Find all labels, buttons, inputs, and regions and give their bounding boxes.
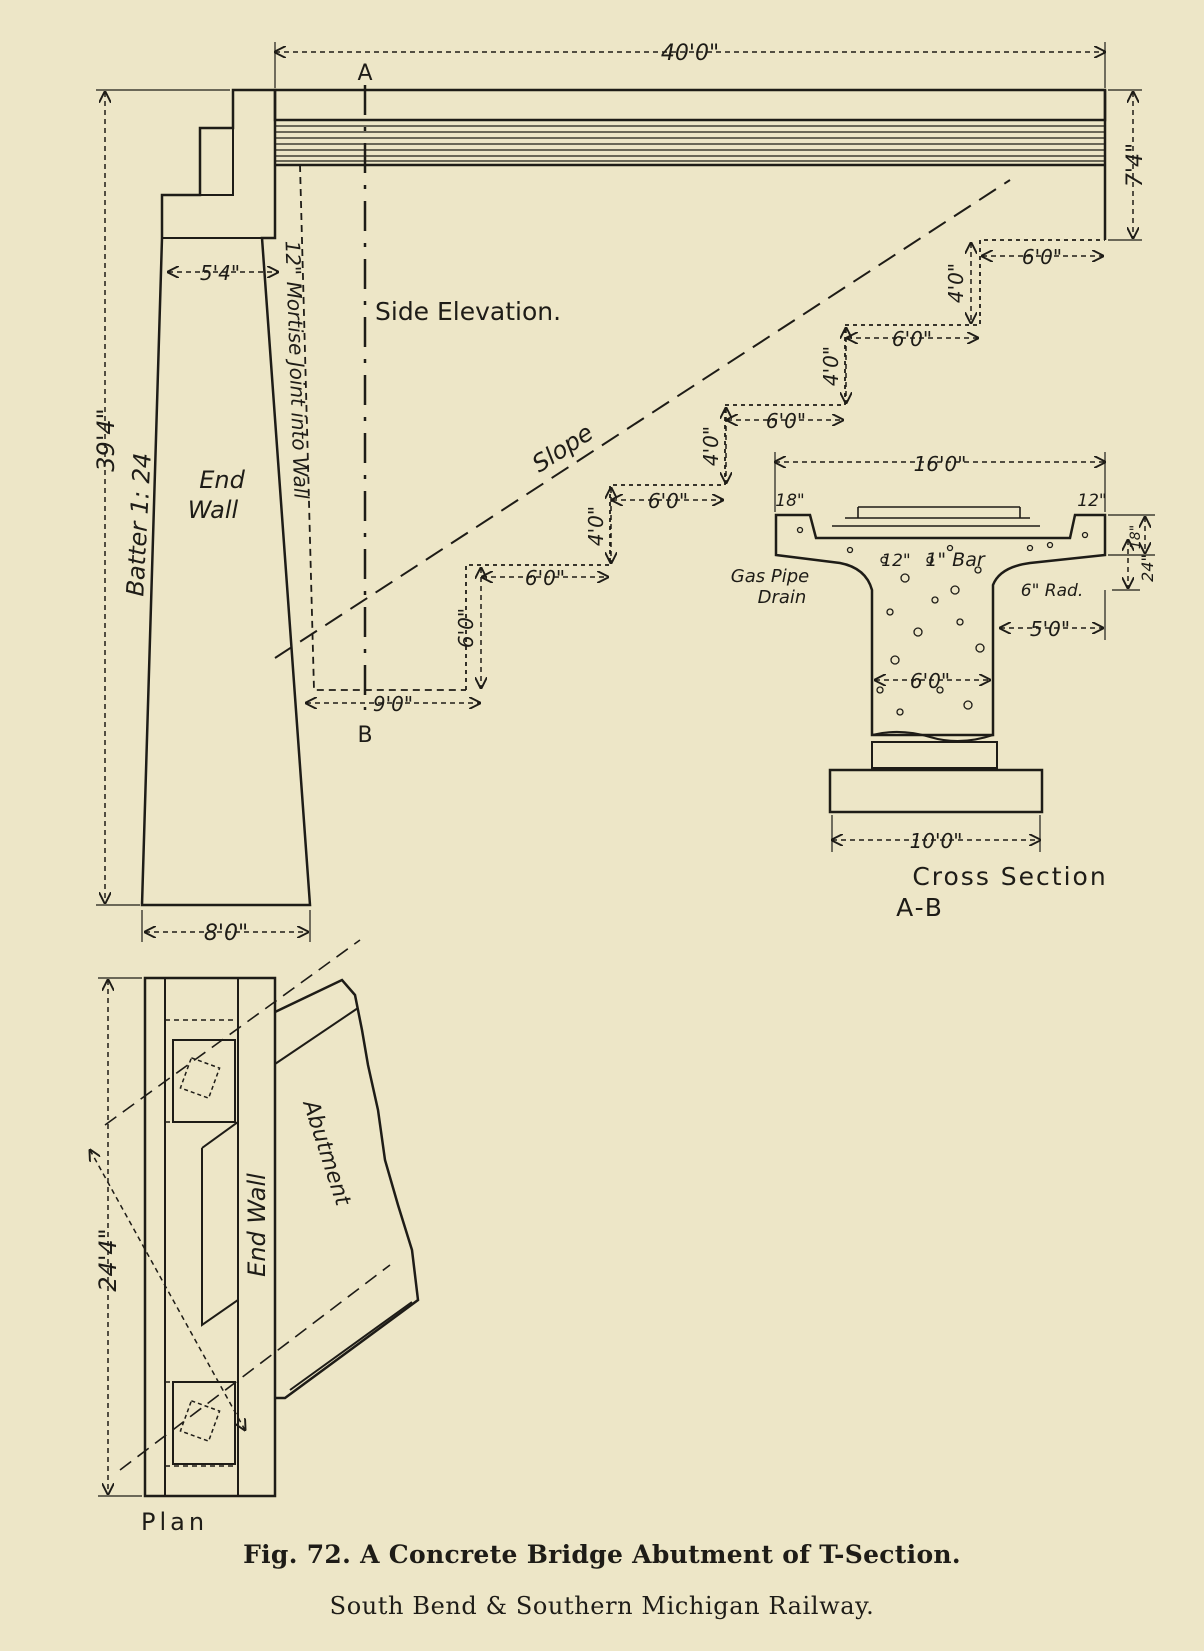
dim-wall-top-width: 5'4" bbox=[200, 261, 240, 285]
dim-bottom-rise: 6'0" bbox=[454, 608, 478, 648]
plan-view bbox=[90, 939, 420, 1498]
drain-label-line1: Gas Pipe bbox=[731, 566, 809, 587]
plan-end-wall-label: End Wall bbox=[243, 1173, 271, 1277]
slope-label: Slope bbox=[527, 418, 598, 478]
stem-break-line bbox=[871, 731, 994, 743]
figure-subtitle: South Bend & Southern Michigan Railway. bbox=[329, 1592, 875, 1620]
deck-hatching bbox=[275, 125, 1105, 162]
drain-label-line2: Drain bbox=[758, 587, 807, 608]
cross-section-title: Cross Section bbox=[912, 862, 1107, 891]
dim-step-rise-1: 4'0" bbox=[584, 506, 608, 546]
dim-top-width: 16'0" bbox=[914, 452, 967, 476]
slope-line bbox=[274, 179, 1011, 659]
concrete-aggregate bbox=[796, 526, 1089, 716]
wall-cap-step bbox=[162, 128, 275, 239]
dim-step-run-3: 6'0" bbox=[766, 409, 806, 433]
plan-text: 24'4" End Wall Abutment Plan bbox=[94, 1095, 355, 1536]
radius-label: 6" Rad. bbox=[1021, 581, 1083, 601]
deck-beam bbox=[273, 88, 1107, 122]
joint-label: 12" Mortise Joint into Wall bbox=[280, 240, 313, 500]
end-wall-label-line1: End bbox=[199, 466, 245, 494]
dim-stem-width: 6'0" bbox=[910, 669, 950, 693]
end-wall-label-line2: Wall bbox=[188, 496, 239, 524]
section-mark-a: A bbox=[357, 61, 372, 86]
dim-flange-total: 24" bbox=[1138, 554, 1157, 582]
dim-flange-depth: 18" bbox=[1128, 525, 1144, 549]
side-elevation-dimensions bbox=[105, 52, 1133, 932]
plan-abutment bbox=[274, 978, 420, 1400]
figure-title: Fig. 72. A Concrete Bridge Abutment of T… bbox=[243, 1540, 961, 1569]
plan-anchor-bottom bbox=[179, 1399, 221, 1443]
plan-recess bbox=[201, 1120, 239, 1327]
cross-section-extension-lines bbox=[774, 452, 1155, 852]
dim-step-run-2: 6'0" bbox=[648, 489, 688, 513]
section-mark-b: B bbox=[357, 723, 372, 748]
dim-right-edge: 12" bbox=[1077, 491, 1106, 511]
plan-abutment-label: Abutment bbox=[297, 1095, 356, 1210]
dim-bottom-step: 9'0" bbox=[373, 692, 413, 716]
mortise-joint-line bbox=[299, 164, 466, 691]
side-elevation-title: Side Elevation. bbox=[375, 297, 561, 326]
bar-spacing-label: 12" bbox=[881, 551, 910, 571]
dim-overall-length: 40'0" bbox=[661, 41, 719, 66]
dim-overhang: 5'0" bbox=[1030, 617, 1070, 641]
end-wall-outline bbox=[140, 88, 312, 907]
cross-section bbox=[774, 506, 1107, 814]
plan-extension-lines bbox=[98, 977, 142, 1497]
dim-footing-width: 10'0" bbox=[910, 829, 963, 853]
dim-step-rise-2: 4'0" bbox=[699, 426, 723, 466]
footing-base bbox=[828, 768, 1044, 814]
plan-abutment-centerline bbox=[119, 1264, 391, 1471]
dim-step-rise-3: 4'0" bbox=[819, 346, 843, 386]
plan-title: Plan bbox=[141, 1508, 208, 1536]
bar-label: 1" Bar bbox=[925, 549, 986, 571]
side-elevation-text: 40'0" A B Side Elevation. 39'4" Batter 1… bbox=[92, 41, 1148, 946]
dim-height: 39'4" bbox=[92, 408, 120, 471]
cross-section-dimensions bbox=[775, 462, 1145, 840]
dim-left-edge: 18" bbox=[775, 491, 804, 511]
footing-block bbox=[871, 741, 998, 769]
plan-anchor-top bbox=[179, 1056, 221, 1100]
t-section-outline bbox=[774, 513, 1107, 737]
dim-step-run-4: 6'0" bbox=[892, 327, 932, 351]
cross-section-subtitle: A-B bbox=[896, 893, 944, 922]
dim-base-width: 8'0" bbox=[204, 921, 248, 946]
rail-bed bbox=[832, 506, 1040, 527]
dim-plan-width: 24'4" bbox=[94, 1228, 122, 1291]
side-elevation bbox=[140, 85, 1107, 907]
stepped-excavation bbox=[465, 239, 1105, 690]
side-elevation-extension-lines bbox=[96, 42, 1142, 942]
dim-step-run-1: 6'0" bbox=[525, 566, 565, 590]
dim-step-rise-4: 4'0" bbox=[944, 263, 968, 303]
dim-top-depth: 7'4" bbox=[1123, 143, 1148, 187]
dim-step-run-5: 6'0" bbox=[1022, 245, 1062, 269]
cross-section-text: 16'0" 18" 12" 18" 24" 1" Bar 12" Gas Pip… bbox=[731, 452, 1157, 922]
